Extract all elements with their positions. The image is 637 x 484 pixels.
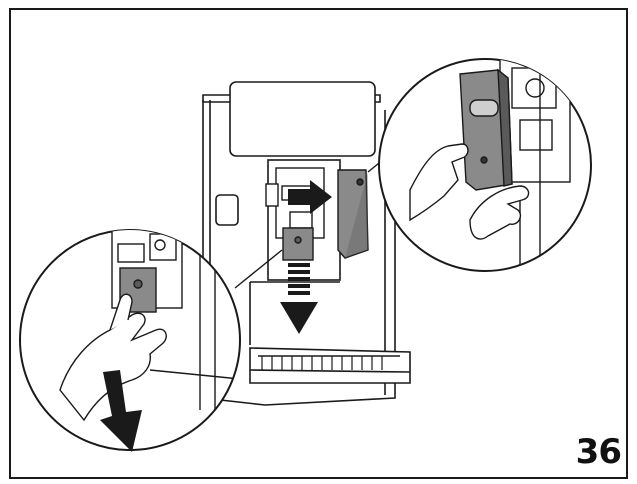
removable-part (282, 227, 314, 261)
zoom-connector-left (234, 249, 283, 289)
zoom-detail-left (19, 229, 241, 451)
side-cover (337, 169, 369, 259)
figure-frame (9, 8, 628, 479)
drip-tray-grill (261, 356, 383, 370)
figure-number: 36 (575, 432, 622, 472)
arrow-right-icon (288, 180, 332, 214)
arrow-down-dashed-icon (280, 263, 318, 334)
arrow-down-icon (100, 370, 142, 452)
zoom-detail-right (378, 58, 592, 272)
